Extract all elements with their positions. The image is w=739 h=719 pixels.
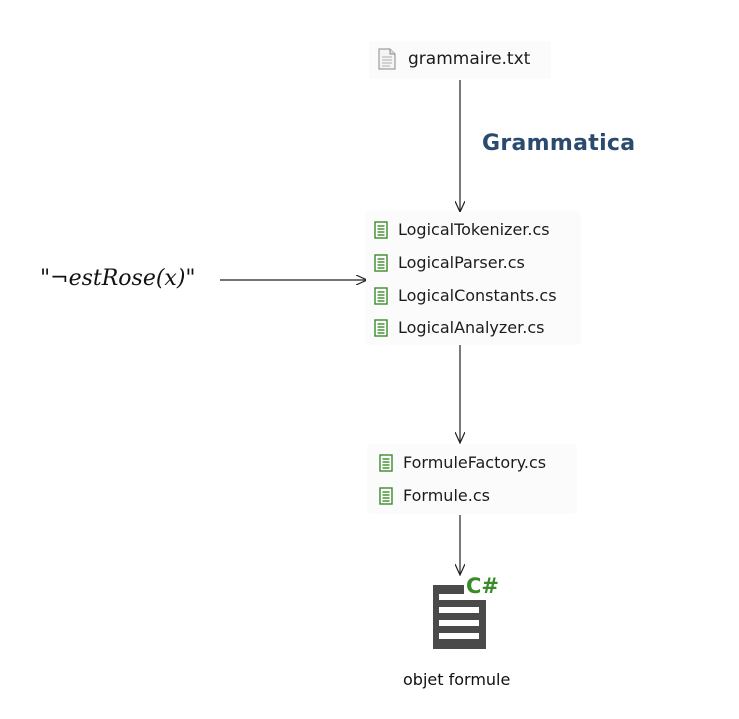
generated-file-name: LogicalTokenizer.cs xyxy=(398,220,550,239)
generated-file-name: LogicalConstants.cs xyxy=(398,286,557,305)
generated-files-box xyxy=(366,212,580,344)
quote-open: " xyxy=(40,266,51,291)
generated-file-row[interactable]: LogicalTokenizer.cs xyxy=(372,220,550,239)
factory-file-row[interactable]: Formule.cs xyxy=(377,486,490,505)
cs-file-icon xyxy=(377,486,395,505)
csharp-badge: C# xyxy=(466,574,500,598)
factory-file-name: Formule.cs xyxy=(403,486,490,505)
quote-close: " xyxy=(185,266,196,291)
grammar-file[interactable]: grammaire.txt xyxy=(377,48,530,70)
input-expression: "¬estRose(x)" xyxy=(40,266,196,291)
tool-label: Grammatica xyxy=(482,131,636,156)
generated-file-row[interactable]: LogicalParser.cs xyxy=(372,253,525,272)
generated-file-row[interactable]: LogicalConstants.cs xyxy=(372,286,557,305)
factory-file-name: FormuleFactory.cs xyxy=(403,453,547,472)
csharp-document-icon: C# xyxy=(430,574,502,652)
cs-file-icon xyxy=(372,220,390,239)
generated-file-name: LogicalParser.cs xyxy=(398,253,525,272)
grammar-file-name: grammaire.txt xyxy=(408,49,531,69)
factory-file-row[interactable]: FormuleFactory.cs xyxy=(377,453,546,472)
cs-file-icon xyxy=(377,453,395,472)
cs-file-icon xyxy=(372,318,390,337)
expression-text: estRose(x) xyxy=(68,266,186,291)
negation-symbol: ¬ xyxy=(50,266,69,291)
grammar-file-box xyxy=(370,42,550,78)
cs-file-icon xyxy=(372,286,390,305)
generated-file-name: LogicalAnalyzer.cs xyxy=(398,318,545,337)
output-caption: objet formule xyxy=(403,670,511,689)
generated-file-row[interactable]: LogicalAnalyzer.cs xyxy=(372,318,544,337)
cs-file-icon xyxy=(372,253,390,272)
text-file-icon xyxy=(377,48,397,70)
factory-files-box xyxy=(368,445,576,513)
